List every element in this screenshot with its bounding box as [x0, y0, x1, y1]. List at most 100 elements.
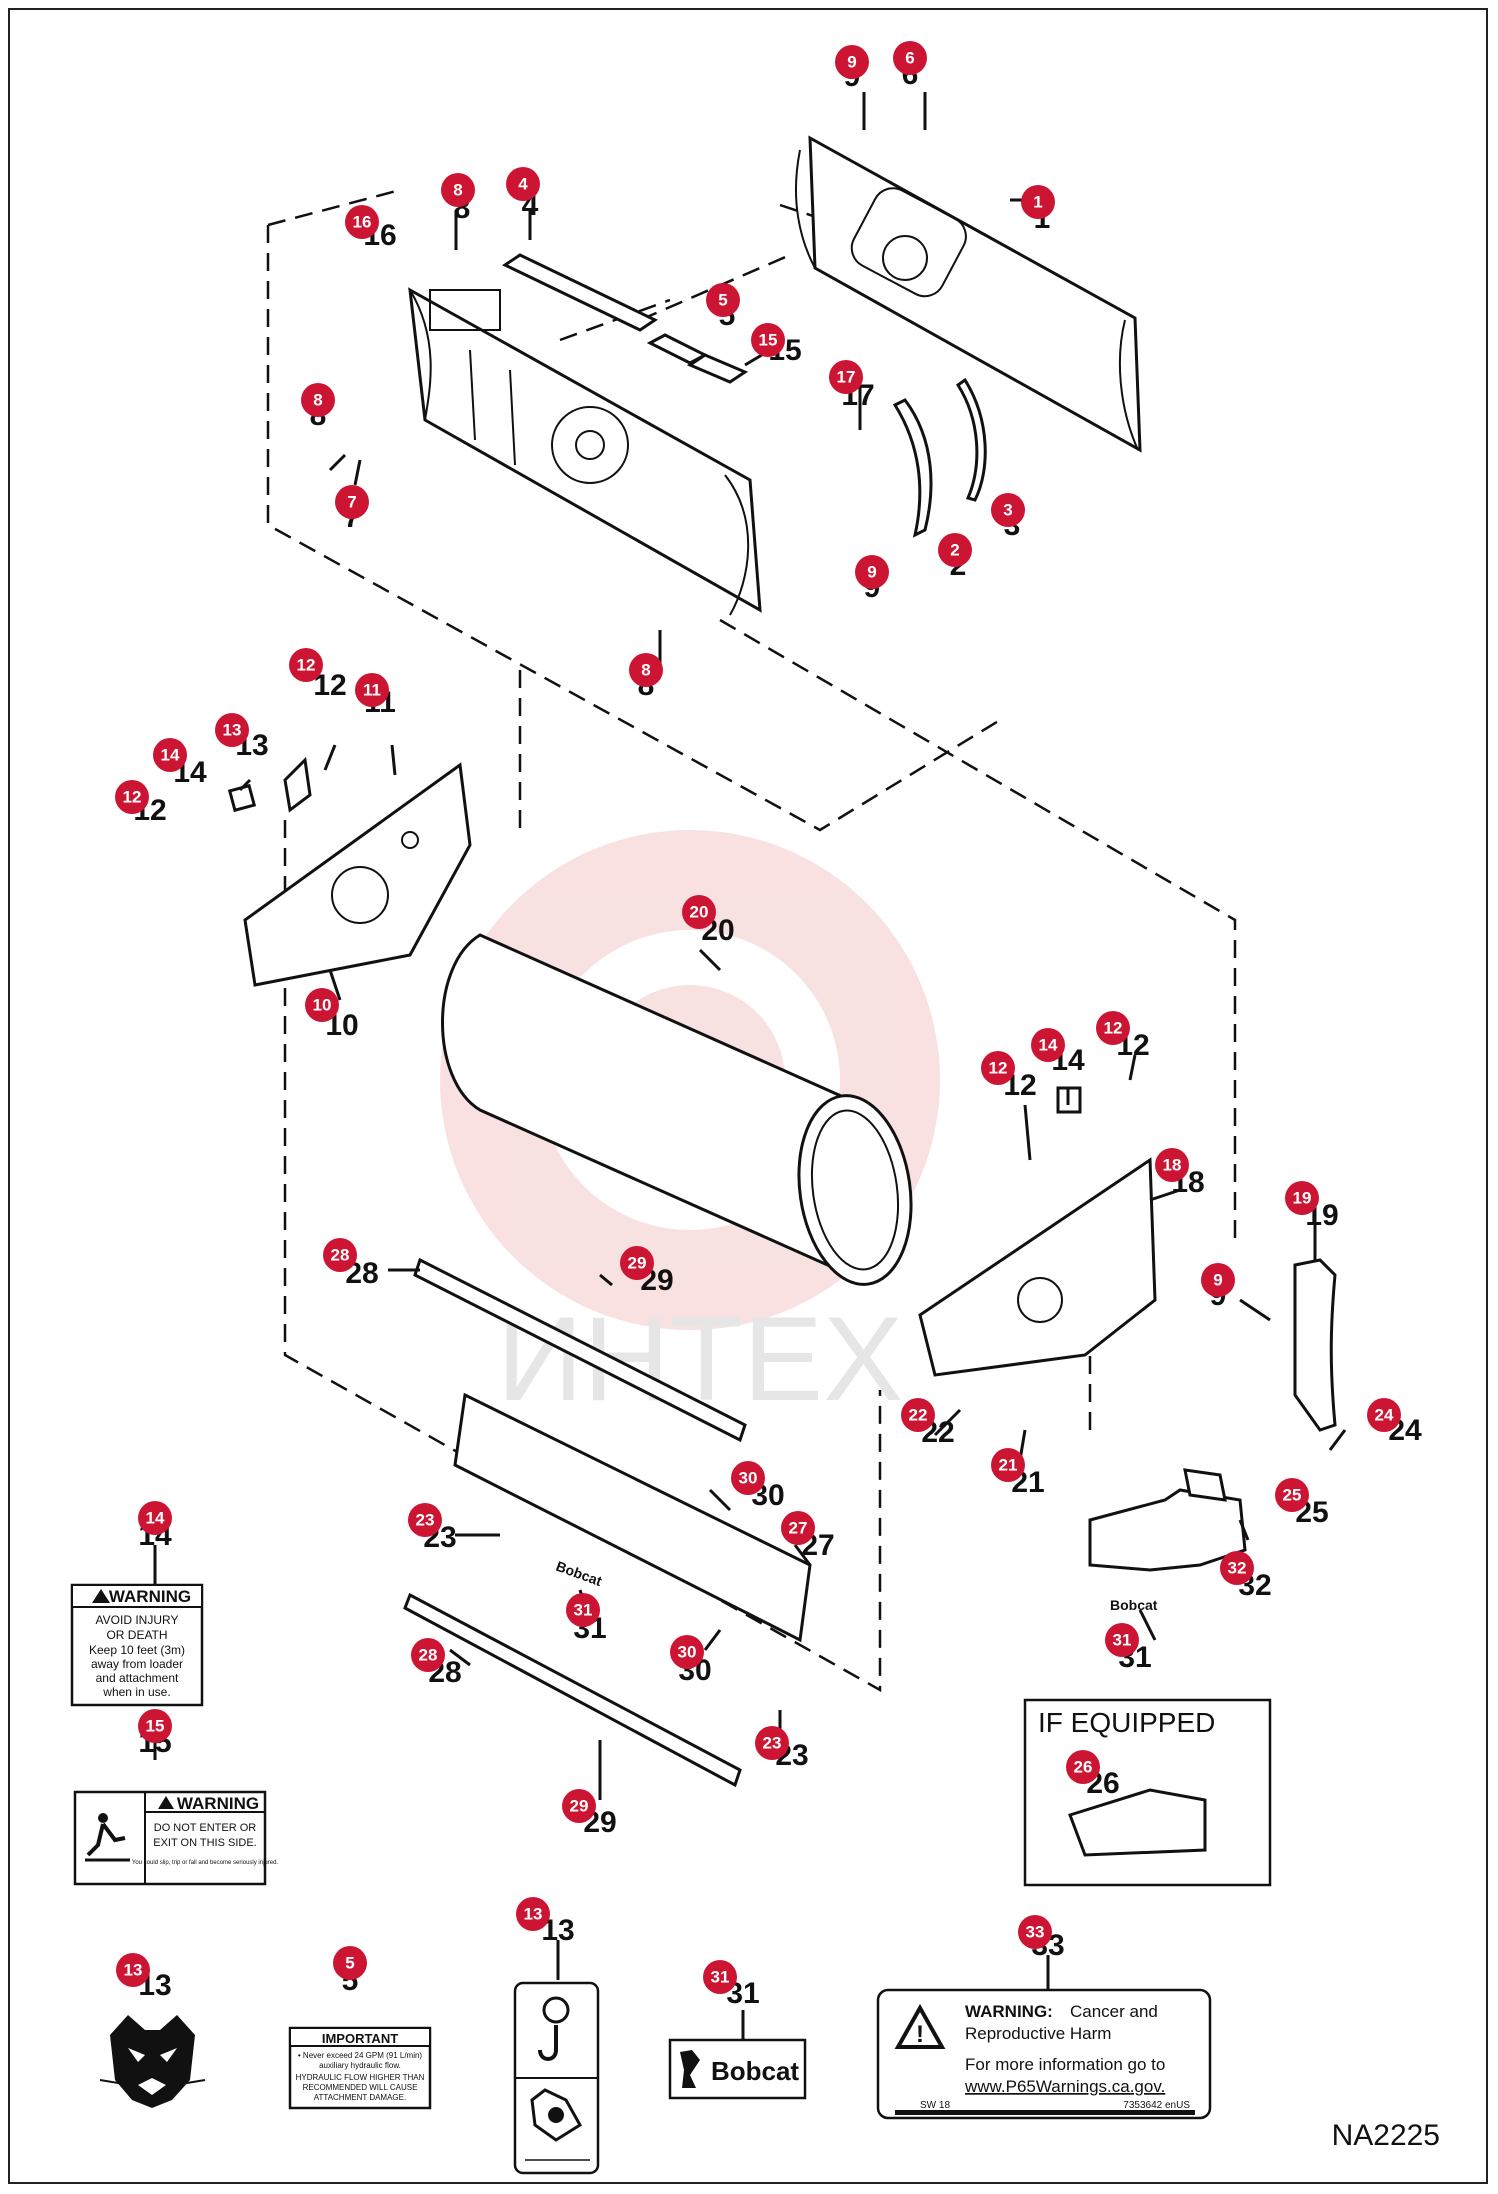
callout-number: 14 — [146, 1509, 165, 1528]
callout-number: 26 — [1074, 1758, 1093, 1777]
decal-15-header: WARNING — [177, 1794, 259, 1813]
callout-marker — [755, 1726, 789, 1760]
callout-1: 11 — [1021, 185, 1055, 235]
callout-number: 33 — [1026, 1923, 1045, 1942]
decal-15-line: EXIT ON THIS SIDE. — [153, 1837, 257, 1849]
callout-number: 12 — [989, 1059, 1008, 1078]
callout-11: 1111 — [355, 673, 396, 719]
decal-31-bobcat-logo: Bobcat — [668, 2038, 807, 2100]
callout-marker — [629, 653, 663, 687]
callout-marker — [1105, 1623, 1139, 1657]
callout-marker — [305, 988, 339, 1022]
callout-marker — [751, 323, 785, 357]
callout-number: 4 — [518, 175, 528, 194]
callout-marker — [153, 738, 187, 772]
decal-33-code-right: 7353642 enUS — [1123, 2100, 1190, 2111]
callout-marker — [1220, 1551, 1254, 1585]
callout-number: 31 — [574, 1601, 593, 1620]
callout-number: 2 — [950, 541, 959, 560]
callout-marker — [138, 1501, 172, 1535]
callout-number: 17 — [837, 368, 856, 387]
callout-number: 32 — [1228, 1559, 1247, 1578]
decal-5-line: • Never exceed 24 GPM (91 L/min) — [298, 2051, 423, 2060]
callout-number: 25 — [1283, 1486, 1302, 1505]
part-14-decal-small — [227, 783, 257, 813]
callout-marker — [323, 1238, 357, 1272]
callout-number: 13 — [124, 1961, 143, 1980]
decal-14-line: and attachment — [96, 1671, 179, 1685]
callout-number: 9 — [847, 53, 856, 72]
callout-number: 10 — [313, 996, 332, 1015]
callout-marker — [506, 167, 540, 201]
callout-marker — [991, 493, 1025, 527]
callout-8: 88 — [301, 383, 335, 432]
callout-number: 28 — [331, 1246, 350, 1265]
part-26-bracket — [1068, 1788, 1207, 1857]
decal-15-warning: WARNING DO NOT ENTER OR EXIT ON THIS SID… — [73, 1790, 278, 1886]
callout-marker — [703, 1960, 737, 1994]
decal-33-title2: Cancer and — [1070, 2002, 1158, 2021]
callout-number: 13 — [524, 1905, 543, 1924]
callout-marker — [355, 673, 389, 707]
callout-marker — [706, 283, 740, 317]
callout-number: 12 — [1104, 1019, 1123, 1038]
callout-number: 1 — [1033, 193, 1042, 212]
callout-marker — [441, 173, 475, 207]
callout-marker — [981, 1051, 1015, 1085]
part-20-drum — [441, 933, 913, 1286]
decal-5-line: RECOMMENDED WILL CAUSE — [303, 2083, 418, 2092]
callout-marker — [991, 1448, 1025, 1482]
callout-marker — [620, 1246, 654, 1280]
callout-number: 28 — [419, 1646, 438, 1665]
callouts: 9966114488161655151517178877332299881212… — [115, 41, 1422, 2010]
callout-marker — [562, 1789, 596, 1823]
decal-5-header: IMPORTANT — [322, 2031, 398, 2046]
decal-12-lift-point — [513, 1981, 600, 2175]
callout-number: 14 — [161, 746, 180, 765]
callout-number: 8 — [453, 181, 462, 200]
callout-number: 23 — [416, 1511, 435, 1530]
part-28-lower-scraper — [403, 1592, 742, 1788]
if-equipped-box: IF EQUIPPED — [1023, 1698, 1272, 1887]
callout-marker — [333, 1946, 367, 1980]
decal-33-title1: WARNING: — [965, 2002, 1053, 2021]
callout-number: 5 — [718, 291, 727, 310]
callout-9: 99 — [1201, 1263, 1235, 1312]
decal-14-line: OR DEATH — [106, 1628, 167, 1642]
callout-number: 14 — [1039, 1036, 1058, 1055]
callout-marker — [215, 713, 249, 747]
callout-number: 3 — [1003, 501, 1012, 520]
callout-marker — [301, 383, 335, 417]
leader-lines — [153, 92, 1347, 2050]
part-10-left-side-plate — [243, 762, 472, 987]
callout-number: 5 — [345, 1954, 354, 1973]
callout-5: 55 — [706, 283, 740, 332]
part-31-label-small: Bobcat — [1110, 1597, 1158, 1613]
callout-number: 15 — [759, 331, 778, 350]
callout-marker — [1066, 1750, 1100, 1784]
callout-6: 66 — [893, 41, 927, 91]
callout-marker — [781, 1511, 815, 1545]
callout-marker — [289, 648, 323, 682]
decal-5-important: IMPORTANT • Never exceed 24 GPM (91 L/mi… — [288, 2026, 432, 2110]
callout-number: 27 — [789, 1519, 808, 1538]
callout-marker — [829, 360, 863, 394]
part-32-mount — [1183, 1468, 1227, 1502]
callout-marker — [1096, 1011, 1130, 1045]
